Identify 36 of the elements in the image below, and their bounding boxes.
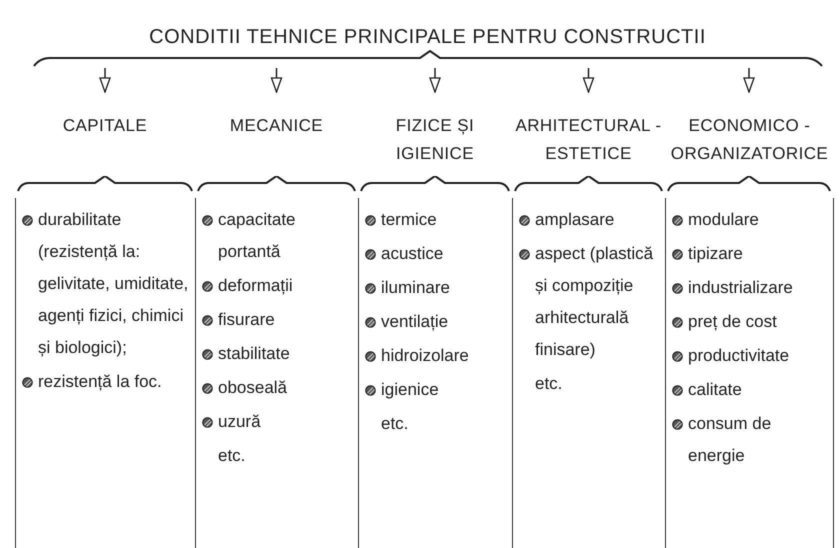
list-item: acustice [381, 243, 444, 265]
hollow-arrow [99, 68, 111, 93]
list-item: calitate [688, 379, 742, 401]
list-item: igienice [381, 379, 439, 401]
list-item: rezistență la foc. [38, 371, 162, 393]
list-item: industrializare [688, 277, 793, 299]
list-item: tipizare [688, 243, 743, 265]
category-heading: ARHITECTURAL -ESTETICE [514, 115, 663, 165]
list-item: etc. [218, 445, 246, 467]
list-item: consum de energie [688, 413, 772, 467]
list-item: uzură [218, 411, 261, 433]
list-item: iluminare [381, 277, 450, 299]
list-item: hidroizolare [381, 345, 469, 367]
list-item: deformații [218, 275, 293, 297]
list-item: fisurare [218, 309, 275, 331]
list-item: modulare [688, 209, 759, 231]
hollow-arrow [582, 68, 594, 93]
category-heading: CAPITALE [62, 115, 148, 137]
list-item: durabilitate (rezistență la: gelivitate, umiditate, agenți fizici, chimici și biologici); [38, 209, 190, 359]
list-item: preț de cost [688, 311, 777, 333]
list-item: aspect (plastică și compoziție arhitecturală finisare) [535, 243, 654, 361]
hollow-arrow [429, 68, 441, 93]
list-item: ventilație [381, 311, 448, 333]
hollow-arrow [743, 68, 755, 93]
category-heading: FIZICE ȘI IGIENICE [394, 115, 476, 165]
category-heading: ECONOMICO -ORGANIZATORICE [670, 115, 830, 165]
list-item: oboseală [218, 377, 288, 399]
hollow-arrow [270, 68, 282, 93]
list-item: stabilitate [218, 343, 290, 365]
list-item: etc. [381, 413, 408, 435]
list-item: etc. [535, 373, 562, 395]
list-item: productivitate [688, 345, 790, 367]
list-item: termice [381, 209, 437, 231]
category-heading: MECANICE [228, 115, 324, 137]
title-text: CONDITII TEHNICE PRINCIPALE PENTRU CONSTRUCTII [149, 25, 706, 50]
list-item: amplasare [535, 209, 614, 231]
